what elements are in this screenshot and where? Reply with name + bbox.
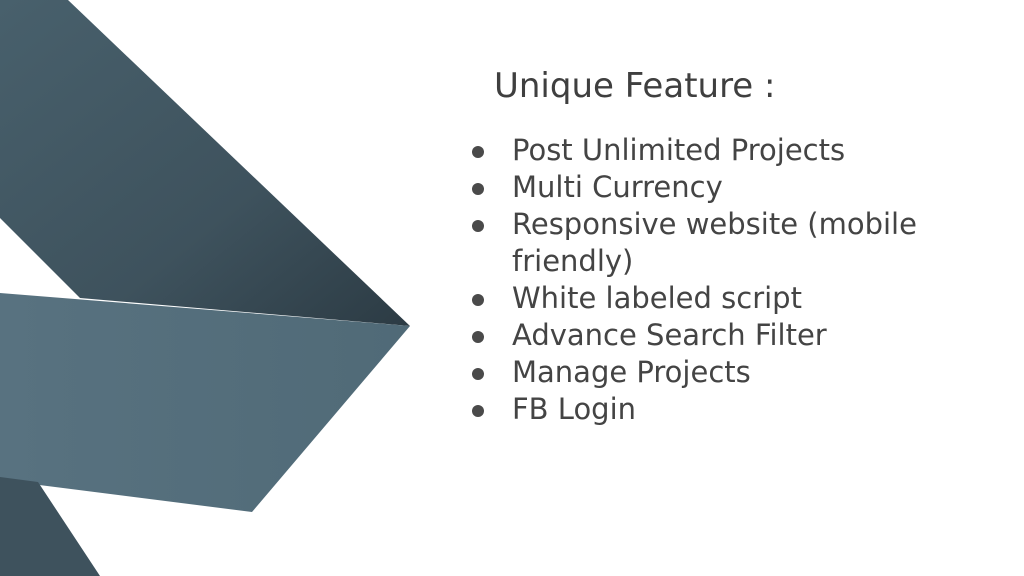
feature-text: Responsive website (mobile friendly) bbox=[512, 207, 917, 278]
bullet-icon bbox=[472, 146, 484, 158]
bullet-icon bbox=[472, 294, 484, 306]
feature-item: Multi Currency bbox=[468, 169, 928, 206]
feature-item: FB Login bbox=[468, 391, 928, 428]
feature-text: FB Login bbox=[512, 392, 637, 426]
bullet-icon bbox=[472, 183, 484, 195]
feature-item: White labeled script bbox=[468, 280, 928, 317]
bullet-icon bbox=[472, 405, 484, 417]
feature-list: Post Unlimited Projects Multi Currency R… bbox=[468, 132, 928, 428]
feature-text: Post Unlimited Projects bbox=[512, 133, 846, 167]
feature-text: Advance Search Filter bbox=[512, 318, 827, 352]
bullet-icon bbox=[472, 368, 484, 380]
bullet-icon bbox=[472, 220, 484, 232]
feature-text: Multi Currency bbox=[512, 170, 723, 204]
ribbon-light-band bbox=[0, 293, 410, 512]
feature-item: Manage Projects bbox=[468, 354, 928, 391]
feature-item: Responsive website (mobile friendly) bbox=[468, 206, 928, 280]
bullet-icon bbox=[472, 331, 484, 343]
feature-text: Manage Projects bbox=[512, 355, 751, 389]
ribbon-bottom-band bbox=[0, 477, 100, 576]
ribbon-dark-band bbox=[0, 0, 410, 326]
feature-text: White labeled script bbox=[512, 281, 802, 315]
slide-title: Unique Feature : bbox=[494, 66, 776, 106]
feature-item: Post Unlimited Projects bbox=[468, 132, 928, 169]
feature-item: Advance Search Filter bbox=[468, 317, 928, 354]
